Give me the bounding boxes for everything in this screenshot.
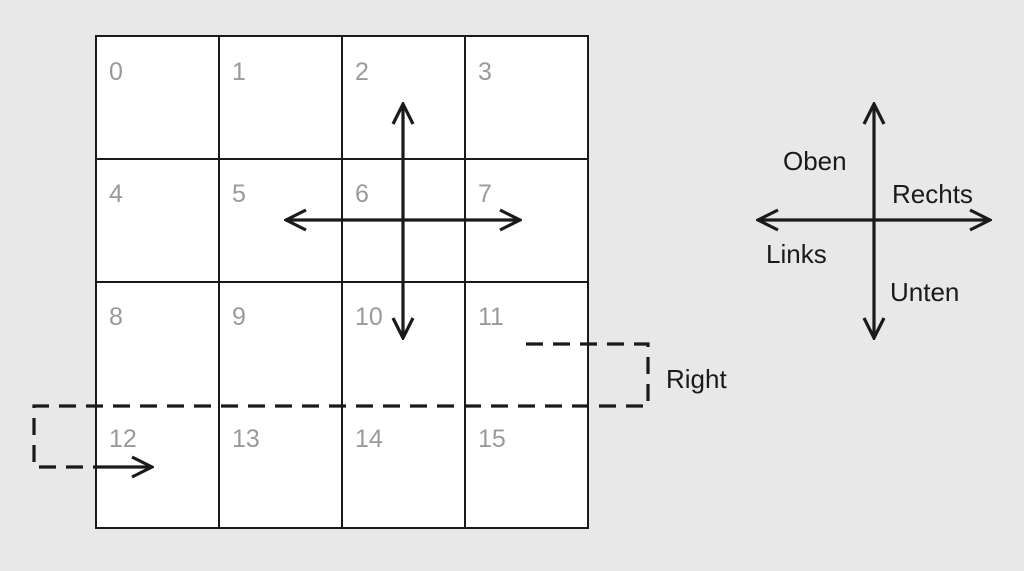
wrap-label: Right — [666, 364, 727, 394]
cell-number: 0 — [109, 58, 123, 86]
grid-move-arrows — [286, 104, 520, 338]
compass-label-up: Oben — [783, 146, 847, 176]
compass-label-down: Unten — [890, 277, 959, 307]
compass-labels: Oben Rechts Links Unten — [766, 146, 973, 307]
compass — [758, 104, 990, 338]
cell-number: 7 — [478, 180, 492, 208]
cell-number: 3 — [478, 58, 492, 86]
cell-number: 13 — [232, 425, 260, 453]
cell-number: 11 — [478, 303, 504, 331]
compass-label-right: Rechts — [892, 179, 973, 209]
wrap-dashed-line — [32, 342, 650, 469]
cell-number: 12 — [109, 425, 137, 453]
cell-number: 8 — [109, 303, 123, 331]
cell-number: 5 — [232, 180, 246, 208]
compass-label-left: Links — [766, 239, 827, 269]
cell-number: 9 — [232, 303, 246, 331]
cell-numbers: 0 1 2 3 4 5 6 7 8 9 10 11 12 13 14 15 — [109, 58, 506, 453]
cell-number: 10 — [355, 303, 383, 331]
cell-number: 15 — [478, 425, 506, 453]
cell-number: 14 — [355, 425, 383, 453]
cell-number: 1 — [232, 58, 246, 86]
cell-number: 6 — [355, 180, 369, 208]
grid-lines — [96, 36, 588, 528]
cell-number: 2 — [355, 58, 369, 86]
cell-number: 4 — [109, 180, 123, 208]
wrap-around-path — [32, 342, 650, 469]
